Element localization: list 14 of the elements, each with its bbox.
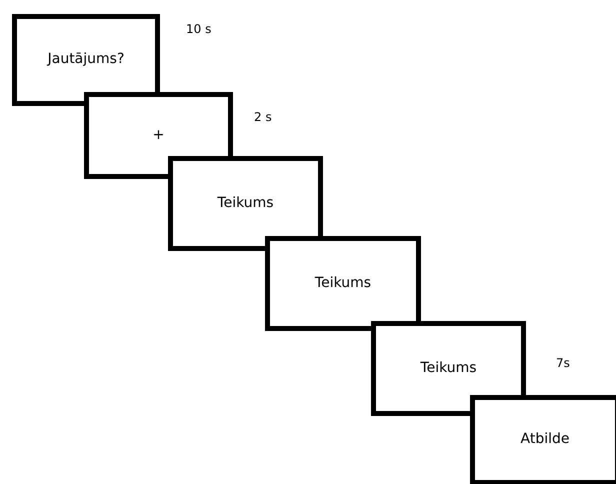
screen-text: Teikums (314, 274, 372, 292)
duration-label: 2 s (254, 110, 272, 125)
screen-text: + (152, 126, 164, 144)
duration-label: 10 s (186, 22, 212, 37)
screen-frame (371, 321, 526, 416)
screen-frame (168, 156, 323, 251)
screen-text: Jautājums? (48, 51, 124, 69)
duration-label: 7s (556, 356, 570, 371)
screen-text: Atbilde (520, 431, 570, 449)
screen-frame (265, 236, 421, 331)
screen-text: Teikums (420, 360, 477, 378)
screen-frame (12, 14, 160, 106)
screen-text: Teikums (217, 194, 274, 212)
screen-frame (470, 395, 616, 484)
